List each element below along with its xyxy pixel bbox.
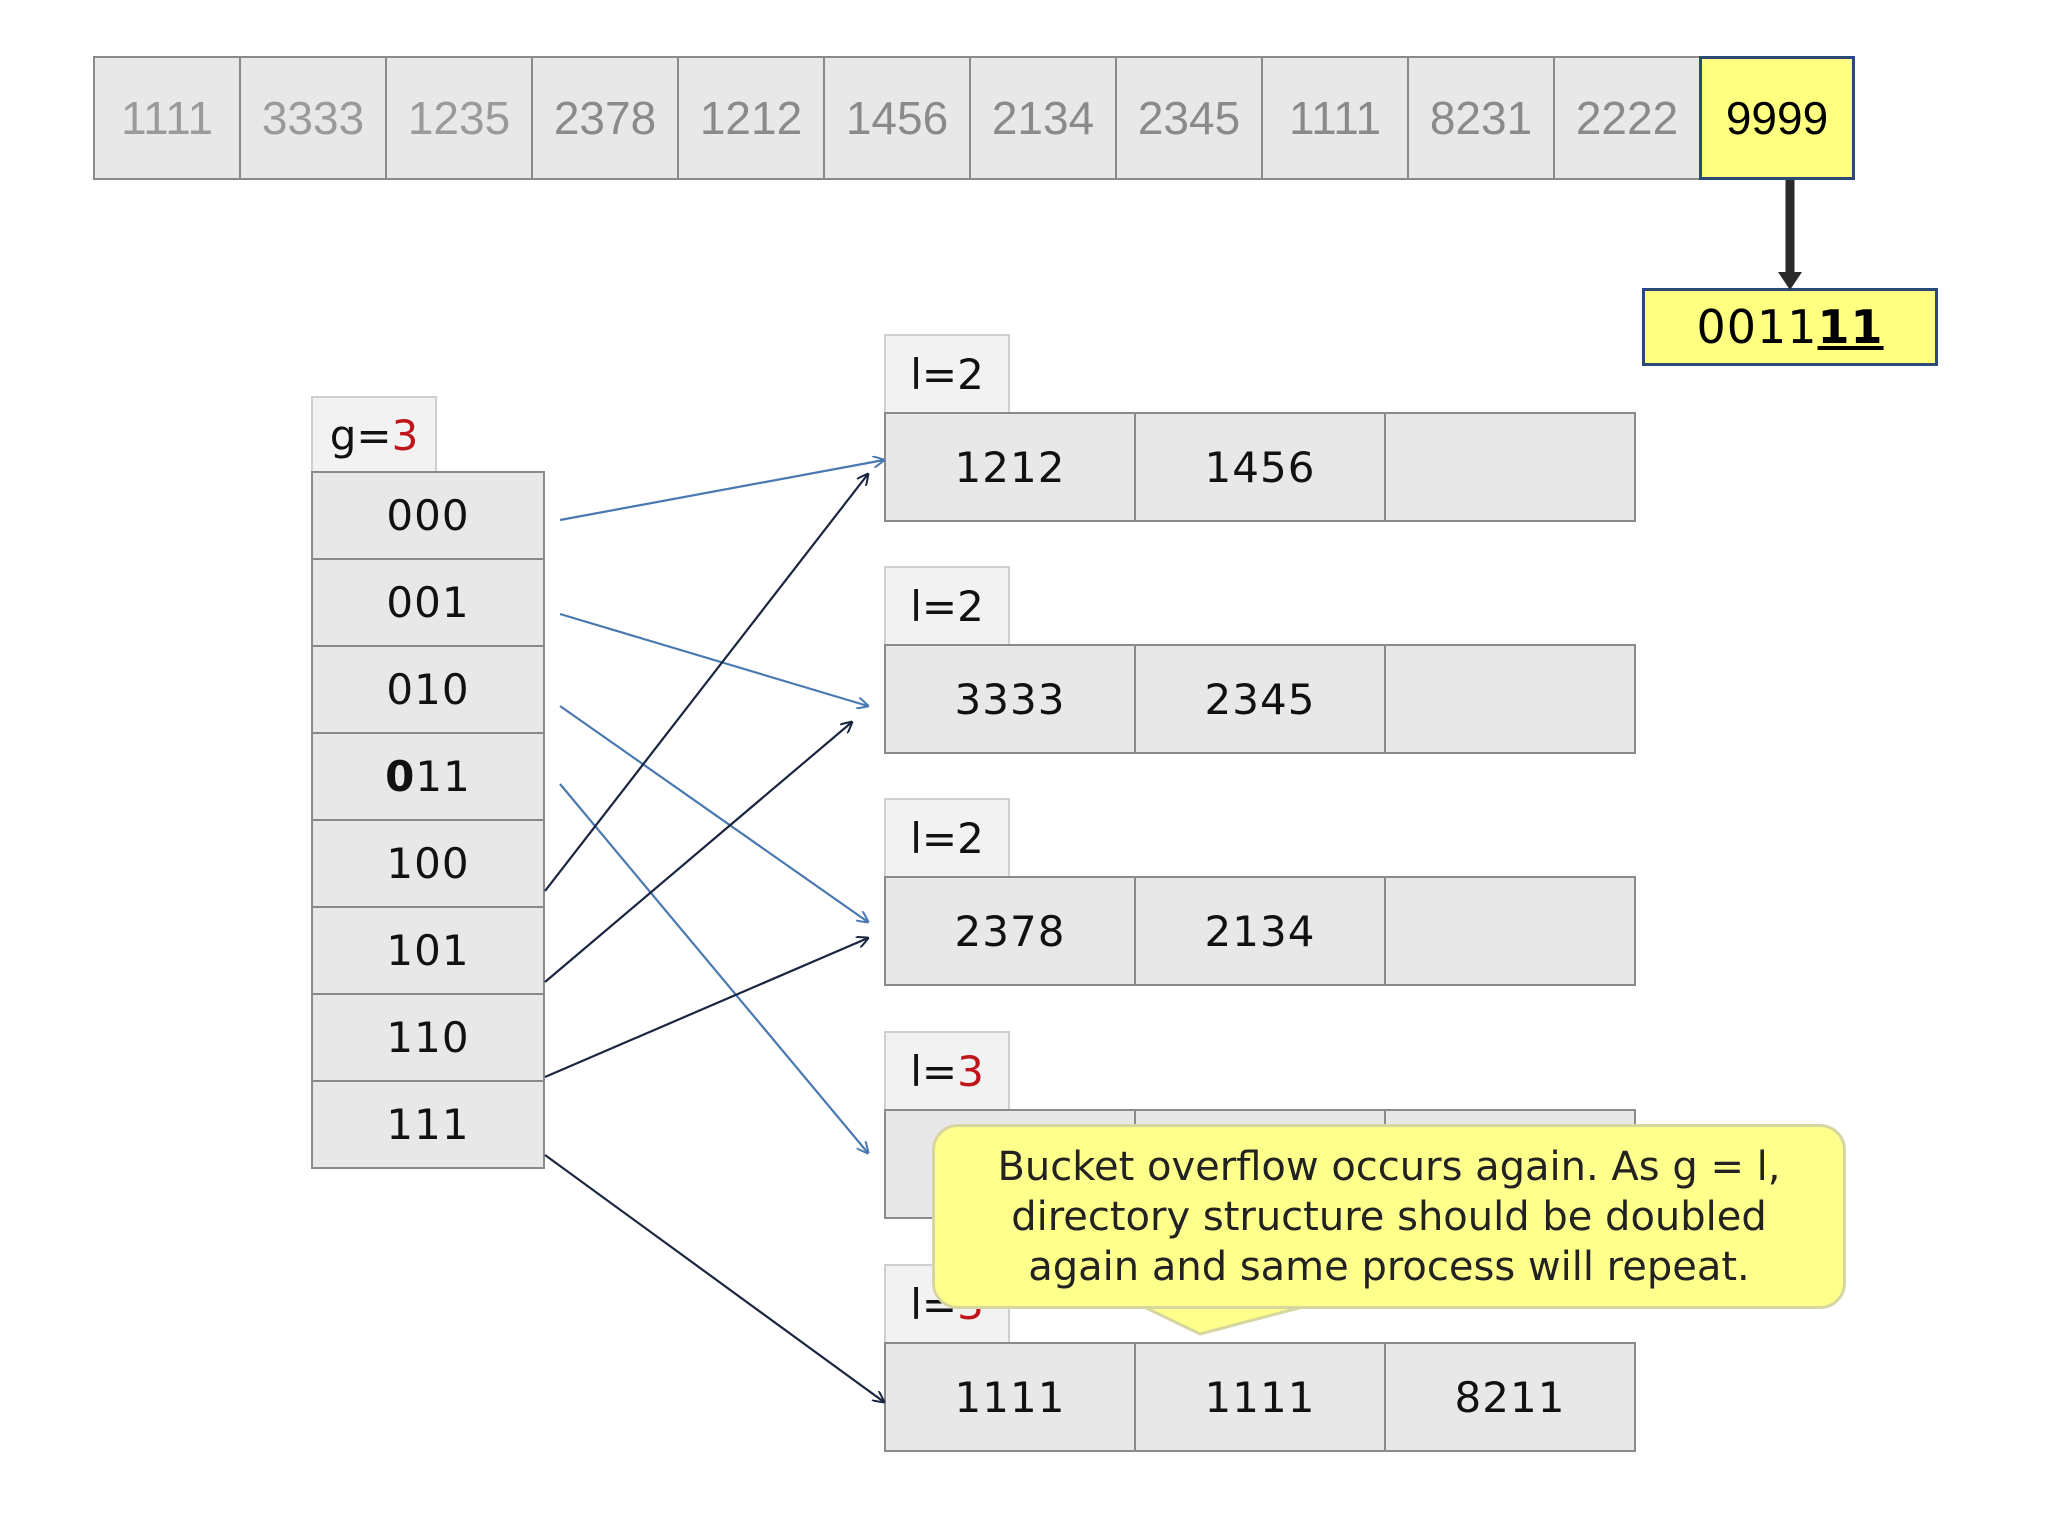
bucket-slot: 8211: [1384, 1342, 1636, 1452]
key-cell: 1456: [823, 56, 971, 180]
bucket-slot: 1111: [884, 1342, 1136, 1452]
callout-tail: [1139, 1303, 1311, 1336]
pointer-010: [559, 705, 868, 922]
bucket-depth-tab: l=2: [884, 334, 1010, 413]
pointer-100: [544, 474, 868, 892]
pointer-111: [544, 1154, 884, 1402]
current-key-cell: 9999: [1699, 56, 1855, 180]
bucket-slot: 2345: [1134, 644, 1386, 754]
key-cell: 2345: [1115, 56, 1263, 180]
key-cell: 2134: [969, 56, 1117, 180]
overflow-callout: Bucket overflow occurs again. As g = l, …: [932, 1124, 1846, 1309]
global-depth-value: 3: [391, 411, 419, 460]
bucket-slot: 1212: [884, 412, 1136, 522]
key-cell: 8231: [1407, 56, 1555, 180]
directory-entry: 101: [311, 906, 545, 995]
bucket-slot: [1384, 876, 1636, 986]
bucket: 1111 1111 8211: [884, 1342, 1640, 1452]
directory-entry: 111: [311, 1080, 545, 1169]
pointer-101: [544, 722, 852, 983]
bucket-slot: [1384, 644, 1636, 754]
bucket-slot: 1111: [1134, 1342, 1386, 1452]
directory-entry: 100: [311, 819, 545, 908]
global-depth-label: g=: [329, 411, 392, 460]
hash-prefix: 0011: [1696, 300, 1818, 354]
key-cell: 3333: [239, 56, 387, 180]
bucket-slot: 2134: [1134, 876, 1386, 986]
bucket-depth-tab: l=2: [884, 798, 1010, 877]
bucket: 2378 2134: [884, 876, 1640, 986]
pointer-001: [559, 612, 868, 706]
hash-highlight-bits: 11: [1817, 300, 1884, 354]
pointer-000: [559, 460, 884, 522]
key-array: 1111 3333 1235 2378 1212 1456 2134 2345 …: [93, 56, 1855, 180]
hash-pointer-arrowhead: [1778, 272, 1802, 290]
directory-entry: 110: [311, 993, 545, 1082]
key-cell: 1212: [677, 56, 825, 180]
key-cell: 1111: [1261, 56, 1409, 180]
bucket-slot: 1456: [1134, 412, 1386, 522]
pointer-110: [544, 938, 868, 1079]
bucket-slot: [1384, 412, 1636, 522]
bucket: 1212 1456: [884, 412, 1640, 522]
bucket-slot: 2378: [884, 876, 1136, 986]
bucket-slot: 3333: [884, 644, 1136, 754]
key-cell: 1111: [93, 56, 241, 180]
bucket-depth-tab: l=2: [884, 566, 1010, 645]
bucket-depth-tab: l=3: [884, 1031, 1010, 1110]
key-cell: 1235: [385, 56, 533, 180]
bucket: 3333 2345: [884, 644, 1640, 754]
key-cell: 2378: [531, 56, 679, 180]
pointer-011: [559, 783, 868, 1153]
global-depth-tab: g=3: [311, 396, 437, 473]
